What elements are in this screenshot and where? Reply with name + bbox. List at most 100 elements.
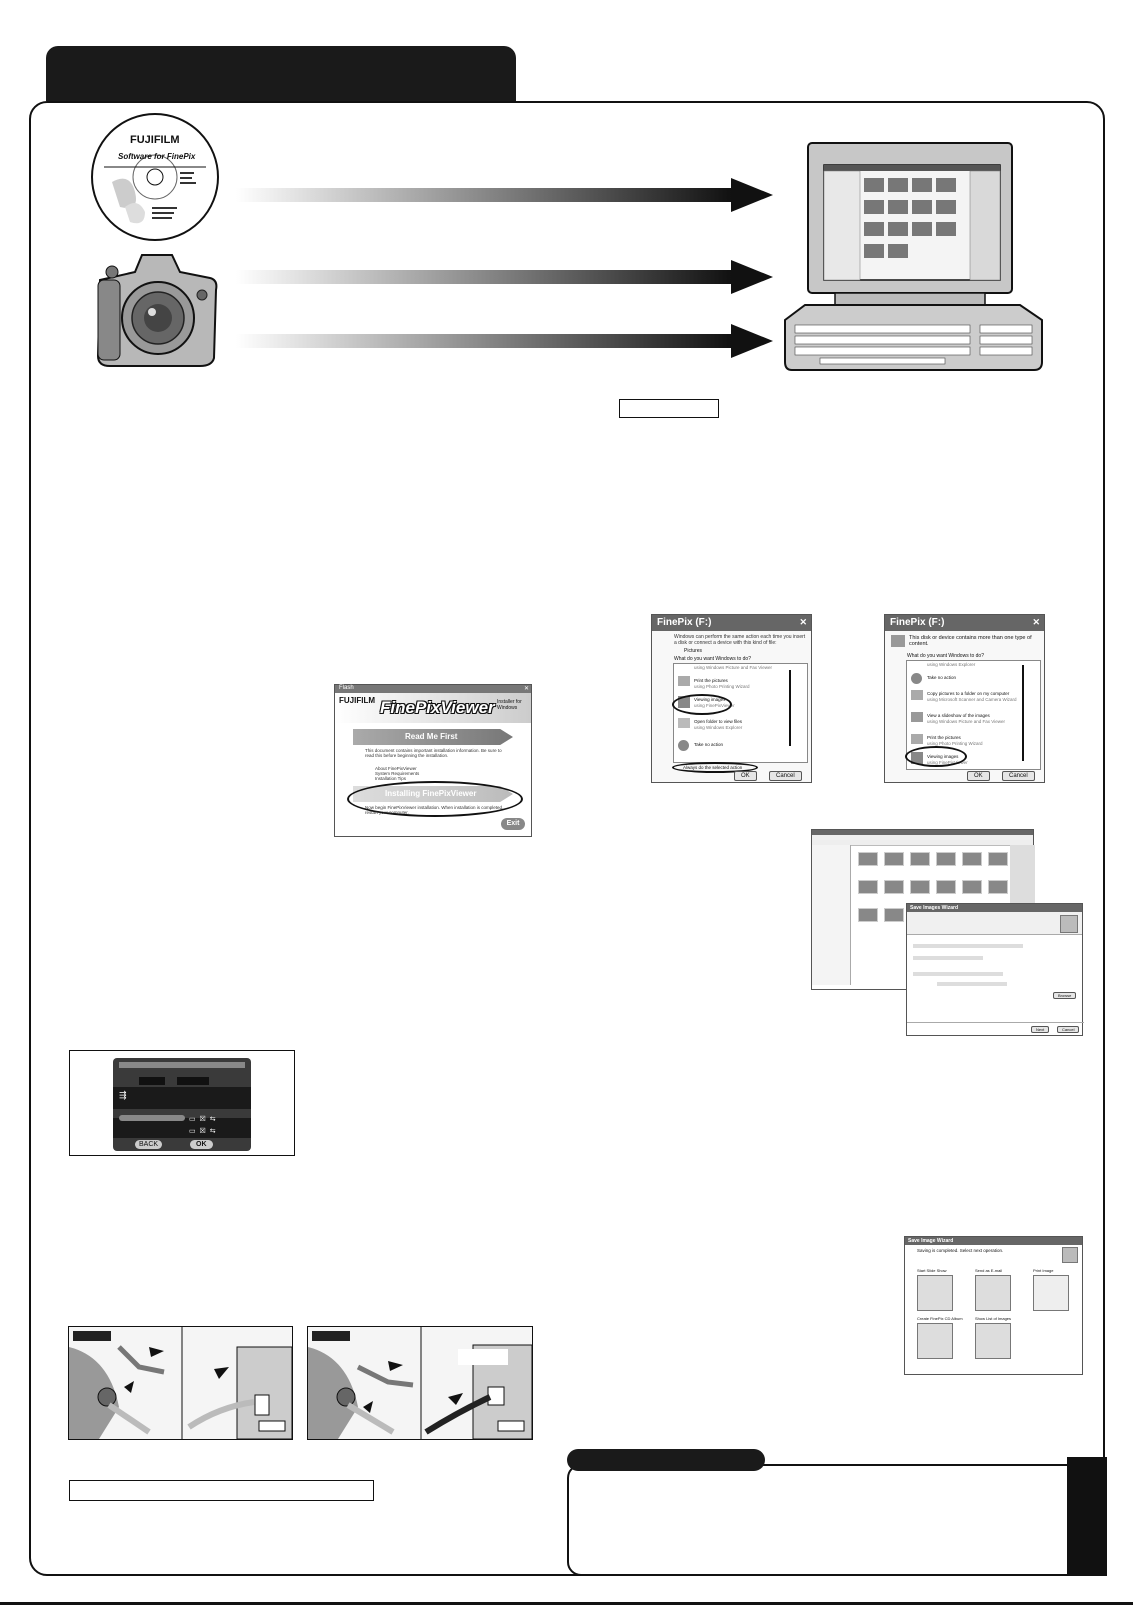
installer-window: Flash ✕ FUJIFILM FinePixViewer Installer… [334, 684, 532, 837]
always-checkbox-label: Always do the selected action [683, 765, 743, 770]
close-icon[interactable]: ✕ [1032, 617, 1040, 627]
title-tab [46, 46, 516, 101]
fujifilm-logo: FUJIFILM [339, 696, 375, 705]
autoplay-left-intro: Windows can perform the same action each… [674, 634, 806, 646]
digital-camera-illustration [90, 250, 220, 370]
close-icon[interactable]: ✕ [523, 686, 529, 692]
list-item[interactable]: Copy pictures to a folder on my computer [927, 691, 1010, 696]
ok-button[interactable]: OK [967, 771, 990, 781]
cd-brand: FUJIFILM [130, 134, 180, 146]
ok-button[interactable]: OK [734, 771, 757, 781]
note-tab [567, 1449, 765, 1471]
slideshow-option-button[interactable] [917, 1275, 953, 1311]
cancel-button[interactable]: Cancel [1057, 1026, 1080, 1033]
cancel-button[interactable]: Cancel [769, 771, 802, 781]
autoplay-left-content-type: Pictures [684, 648, 703, 654]
list-item[interactable]: Print the pictures [927, 735, 961, 740]
list-item[interactable]: View a slideshow of the images [927, 713, 990, 718]
list-item-sub: using Photo Printing Wizard [927, 741, 983, 746]
camera-icon [911, 690, 923, 700]
autoplay-right-title: FinePix (F:) [890, 617, 945, 628]
wizard-icon [1062, 1247, 1078, 1263]
print-option-button[interactable] [1033, 1275, 1069, 1311]
read-me-button[interactable]: Read Me First [353, 729, 513, 745]
list-item-sub: using Windows Explorer [694, 725, 743, 730]
cd-rom-illustration: FUJIFILM Software for FinePix [90, 112, 220, 242]
list-item[interactable]: using Windows Picture and Fax Viewer [694, 665, 772, 670]
list-item[interactable]: using Windows Explorer [927, 662, 976, 667]
autoplay-left-title: FinePix (F:) [657, 617, 712, 628]
installer-banner: FUJIFILM FinePixViewer Installer for Win… [335, 693, 531, 723]
read-me-item-2: System Requirements [375, 771, 420, 776]
install-description: Now begin FinePixViewer installation. Wh… [365, 805, 504, 815]
read-me-description: This document contains important install… [365, 748, 502, 758]
cd-album-option-button[interactable] [917, 1323, 953, 1359]
list-item[interactable]: Take no action [927, 675, 957, 680]
autoplay-right-intro: This disk or device contains more than o… [909, 635, 1032, 647]
cable-connection-photo-left [68, 1326, 293, 1440]
read-me-label: Read Me First [405, 732, 458, 741]
list-item[interactable]: Print the pictures [694, 678, 728, 683]
printer-icon [678, 676, 690, 686]
next-button[interactable]: Next [1031, 1026, 1050, 1033]
slideshow-icon [911, 712, 923, 722]
option-label: Show List of Images [975, 1316, 1012, 1321]
arrow-camera-to-pc-1 [236, 260, 773, 296]
image-list-option-button[interactable] [975, 1323, 1011, 1359]
side-tab [1067, 1457, 1107, 1576]
folder-icon [678, 718, 690, 728]
option-label: Start Slide Show [917, 1268, 947, 1273]
browse-button[interactable]: Browse [1053, 992, 1077, 999]
viewing-images-highlight [672, 694, 732, 715]
camera-lcd-frame: ⇶ ▭ ☒ ⇆ ▭ ☒ ⇆ BACK OK [69, 1050, 295, 1156]
note-box [567, 1464, 1083, 1576]
viewing-images-highlight [905, 746, 967, 767]
cable-connection-photo-right [307, 1326, 533, 1440]
autoplay-left-question: What do you want Windows to do? [674, 656, 751, 662]
install-highlight-ellipse [347, 781, 523, 817]
installer-subtitle: Installer for Windows [497, 699, 522, 711]
read-me-item-1: About FinePixViewer [375, 766, 417, 771]
reference-label-box [69, 1480, 374, 1501]
arrow-cd-to-pc [236, 178, 773, 214]
exit-button[interactable]: Exit [501, 818, 525, 830]
autoplay-dialog-left: FinePix (F:) ✕ Windows can perform the s… [651, 614, 812, 783]
email-option-button[interactable] [975, 1275, 1011, 1311]
list-item-sub: using Microsoft Scanner and Camera Wizar… [927, 697, 1017, 702]
lcd-back-button[interactable]: BACK [135, 1140, 163, 1149]
drive-icon [891, 635, 905, 647]
reference-box [619, 399, 719, 418]
scroll-arrow-annotation [1022, 665, 1024, 761]
option-label: Create FinePix CD Album [917, 1316, 963, 1321]
cd-software-label: Software for FinePix [118, 152, 196, 161]
scroll-arrow-annotation [789, 670, 791, 746]
save-complete-wizard: Save Image Wizard Saving is completed. S… [904, 1236, 1083, 1375]
save-wizard-title: Save Images Wizard [907, 904, 1082, 912]
arrow-camera-to-pc-2 [236, 324, 773, 360]
installer-product: FinePixViewer [380, 698, 495, 717]
option-label: Print Image [1033, 1268, 1054, 1273]
list-item[interactable]: Take no action [694, 742, 724, 747]
no-action-icon [678, 740, 689, 751]
no-action-icon [911, 673, 922, 684]
complete-wizard-title: Save Image Wizard [905, 1237, 1082, 1245]
camera-lcd-screen: ⇶ ▭ ☒ ⇆ ▭ ☒ ⇆ BACK OK [113, 1058, 251, 1151]
usb-icon: ⇶ [119, 1090, 127, 1100]
computer-illustration [780, 140, 1045, 375]
installer-titlebar: Flash ✕ [335, 685, 531, 693]
bottom-rule [0, 1602, 1133, 1605]
main-frame [29, 101, 1105, 1576]
cancel-button[interactable]: Cancel [1002, 771, 1035, 781]
mode-icons: ▭ ☒ ⇆ [189, 1116, 217, 1123]
installer-window-title: Flash [339, 685, 354, 691]
wizard-icon [1060, 915, 1078, 933]
close-icon[interactable]: ✕ [799, 617, 807, 627]
option-label: Send as E-mail [975, 1268, 1003, 1273]
save-images-wizard: Save Images Wizard Browse Next Cancel [906, 903, 1084, 1036]
printer-icon [911, 734, 923, 744]
always-checkbox-row[interactable]: Always do the selected action [672, 762, 758, 773]
lcd-ok-button[interactable]: OK [190, 1140, 213, 1149]
autoplay-right-question: What do you want Windows to do? [907, 653, 984, 659]
list-item[interactable]: Open folder to view files [694, 719, 743, 724]
autoplay-dialog-right: FinePix (F:) ✕ This disk or device conta… [884, 614, 1045, 783]
